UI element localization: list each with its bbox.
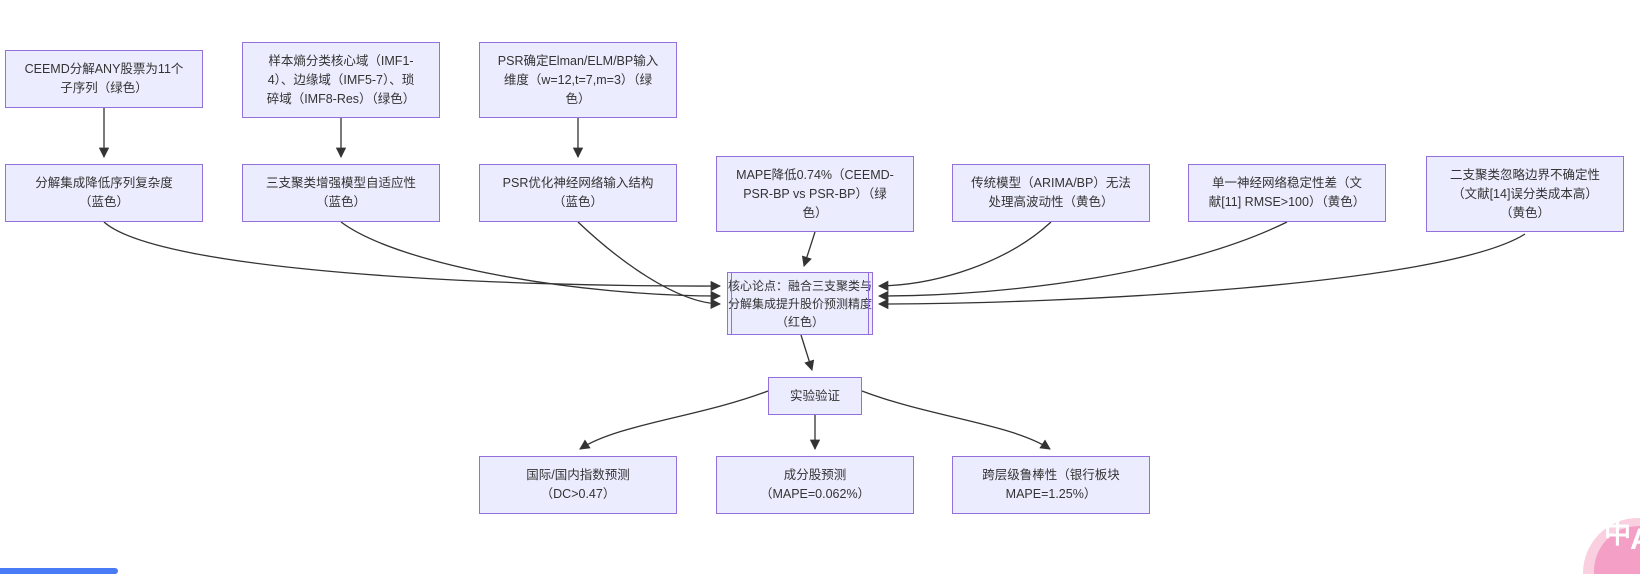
node-psr-dims: PSR确定Elman/ELM/BP输入 维度（w=12,t=7,m=3）（绿 色… [479,42,677,118]
node-entropy: 样本熵分类核心域（IMF1- 4）、边缘域（IMF5-7）、琐 碎域（IMF8-… [242,42,440,118]
edge-threeway-core [340,221,722,302]
node-single-nn: 单一神经网络稳定性差（文 献[11] RMSE>100）（黄色） [1188,164,1386,222]
core-thesis-label: 核心论点：融合三支聚类与 分解集成提升股价预测精度 （红色） [728,278,873,329]
node-robustness: 跨层级鲁棒性（银行板块 MAPE=1.25%） [952,456,1150,514]
node-ceemd: CEEMD分解ANY股票为11个 子序列（绿色） [5,50,203,108]
node-two-way: 二支聚类忽略边界不确定性 （文献[14]误分类成本高） （黄色） [1426,156,1624,232]
edge-core-experiment [800,334,815,371]
edge-mapedrop-core [801,231,816,267]
edge-decompose-core [103,221,722,292]
node-psr-opt: PSR优化神经网络输入结构 （蓝色） [479,164,677,222]
edge-psropt-core [577,221,722,309]
node-traditional: 传统模型（ARIMA/BP）无法 处理高波动性（黄色） [952,164,1150,222]
bottom-left-blue-bar [0,568,118,574]
node-core-thesis: 核心论点：融合三支聚类与 分解集成提升股价预测精度 （红色） [727,272,873,335]
node-decompose: 分解集成降低序列复杂度 （蓝色） [5,164,203,222]
node-experiment: 实验验证 [768,377,862,415]
edge-twoway-core [877,233,1526,310]
node-stock-prediction: 成分股预测 （MAPE=0.062%） [716,456,914,514]
edge-experiment-indexpred [579,390,769,450]
node-mape-drop: MAPE降低0.74%（CEEMD- PSR-BP vs PSR-BP）（绿 色… [716,156,914,232]
edge-experiment-robustness [861,390,1051,450]
translate-icon[interactable]: 中A [1604,519,1640,555]
edge-singlenn-core [877,221,1288,302]
node-index-prediction: 国际/国内指数预测 （DC>0.47） [479,456,677,514]
node-three-way: 三支聚类增强模型自适应性 （蓝色） [242,164,440,222]
